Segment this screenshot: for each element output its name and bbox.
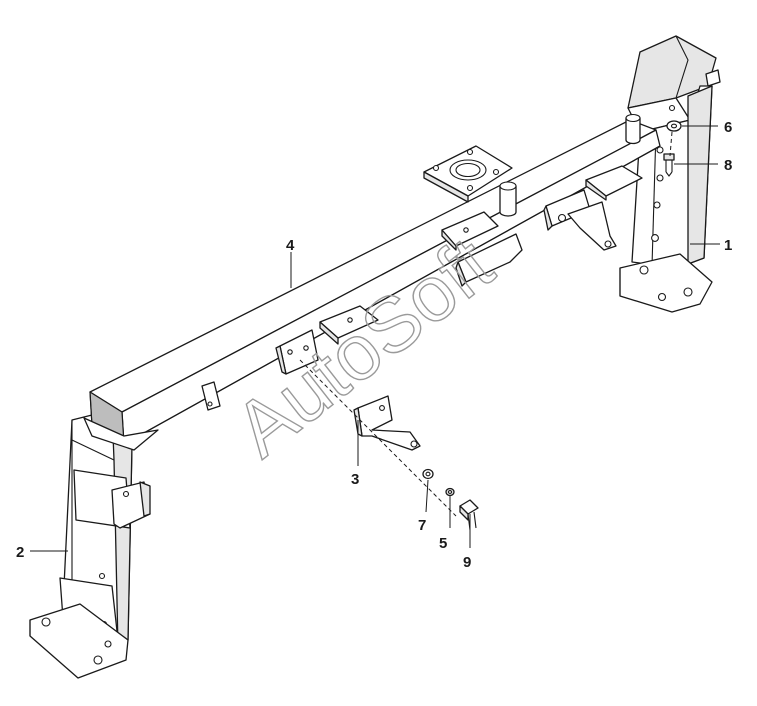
left-leg (29, 409, 151, 679)
callout-1: 1 (724, 237, 732, 254)
beam-plates (201, 165, 643, 411)
bracket-part-3 (353, 395, 421, 451)
callout-8: 8 (724, 157, 732, 174)
callout-9: 9 (463, 554, 471, 571)
callout-3: 3 (351, 471, 359, 488)
callout-7: 7 (418, 517, 426, 534)
assembly-axes (299, 131, 673, 517)
leader-lines (30, 125, 720, 552)
callout-6: 6 (724, 119, 732, 136)
fasteners (422, 120, 682, 531)
callout-2: 2 (16, 544, 24, 561)
callout-4: 4 (286, 237, 295, 254)
callout-labels: 1 2 3 4 5 6 7 8 9 (16, 119, 732, 571)
beam-brackets (455, 189, 617, 287)
callout-5: 5 (439, 535, 447, 552)
center-top-plate (423, 145, 513, 203)
beam-pins (499, 113, 641, 217)
